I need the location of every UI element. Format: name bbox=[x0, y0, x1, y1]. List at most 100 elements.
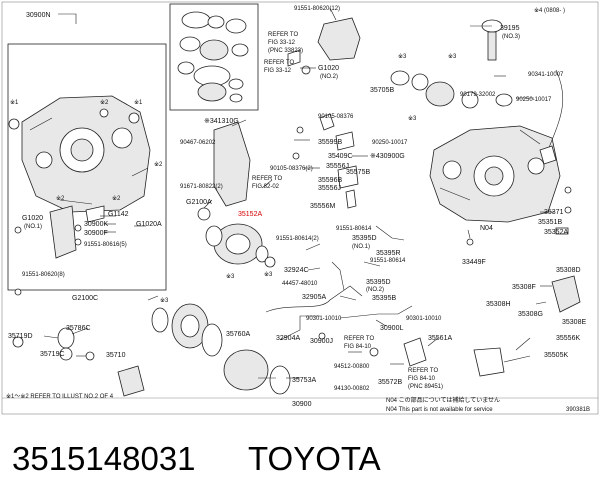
label-91671-80822-2: 91671-80822(2) bbox=[180, 184, 223, 190]
label-35556J-b: 35556J bbox=[318, 185, 341, 192]
gear-kit-box bbox=[169, 3, 259, 111]
shift-linkage bbox=[390, 19, 564, 165]
refer-33-12-line1: REFER TO bbox=[268, 32, 298, 38]
label-90467-06202: 90467-06202 bbox=[180, 140, 216, 146]
transaxle-case-left bbox=[8, 95, 151, 213]
label-note-2c: ※2 bbox=[56, 195, 65, 202]
differential-assembly bbox=[197, 121, 276, 268]
label-N04: N04 bbox=[480, 225, 493, 232]
label-G2100C: G2100C bbox=[72, 295, 98, 302]
refer-84-10b-line2: FIG 84-10 bbox=[408, 376, 436, 382]
label-35352A: 35352A bbox=[544, 229, 568, 236]
label-note-4: ※4 (0808- ) bbox=[534, 7, 565, 14]
gear-kit-parts bbox=[177, 11, 249, 103]
label-G1020A: G1020A bbox=[136, 221, 162, 228]
product-caption: 3515148031 TOYOTA bbox=[12, 440, 381, 477]
label-32904A: 32904A bbox=[276, 335, 300, 342]
refer-33-12-line2: FIG 33-12 bbox=[268, 40, 296, 46]
label-39195-no3: (NO.3) bbox=[502, 34, 520, 40]
label-35786C: 35786C bbox=[66, 325, 91, 332]
label-35395R: 35395R bbox=[376, 250, 401, 257]
label-35760A: 35760A bbox=[226, 331, 250, 338]
label-35719C: 35719C bbox=[40, 351, 65, 358]
refer-33-12-line3: (PNC 33823) bbox=[268, 48, 303, 54]
diagram-footer: ※1～※2 REFER TO ILLUST NO.2 OF 4 30900 N0… bbox=[6, 393, 590, 413]
label-33449F: 33449F bbox=[462, 259, 486, 266]
label-35395D-no2-sub: (NO.2) bbox=[366, 287, 384, 293]
label-35395D-no1-sub: (NO.1) bbox=[352, 244, 370, 250]
label-note-3a: ※3 bbox=[226, 273, 235, 280]
label-35308H: 35308H bbox=[486, 301, 511, 308]
oil-tubes bbox=[265, 225, 413, 357]
label-91551-80620-12: 91551-80620(12) bbox=[294, 6, 340, 12]
label-G1020-no2-sub: (NO.2) bbox=[320, 74, 338, 80]
label-30900N: 30900N bbox=[26, 12, 51, 19]
label-341310G: ※341310G bbox=[204, 118, 239, 125]
caption-brand: TOYOTA bbox=[248, 440, 381, 477]
label-note-2d: ※2 bbox=[112, 195, 121, 202]
label-90250-10017a: 90250-10017 bbox=[516, 97, 552, 103]
label-note-2b: ※2 bbox=[154, 161, 163, 168]
transaxle-case-right bbox=[429, 125, 561, 223]
label-G1020-no2: G1020 bbox=[318, 65, 339, 72]
label-91551-80614b: 91551-80614 bbox=[370, 258, 406, 264]
label-430900G: ※430900G bbox=[370, 153, 405, 160]
label-G1020-no1: G1020 bbox=[22, 215, 43, 222]
label-91551-80616-5: 91551-80616(5) bbox=[84, 242, 127, 248]
label-90341-10007: 90341-10007 bbox=[528, 72, 564, 78]
label-35556K: 35556K bbox=[556, 335, 580, 342]
label-91551-80614-2: 91551-80614(2) bbox=[276, 236, 319, 242]
label-note-3e: ※3 bbox=[408, 115, 417, 122]
part-labels: 30900N 91551-80620(12) 39195 (NO.3) ※4 (… bbox=[8, 6, 586, 392]
label-91551-80614: 91551-80614 bbox=[336, 226, 372, 232]
label-30900L: 30900L bbox=[380, 325, 403, 332]
refer-82-line2: FIG 82-02 bbox=[252, 184, 280, 190]
label-35505K: 35505K bbox=[544, 352, 568, 359]
footer-note-left: ※1～※2 REFER TO ILLUST NO.2 OF 4 bbox=[6, 393, 114, 400]
label-note-1a: ※1 bbox=[10, 99, 19, 106]
footer-note-en: N04 This part is not available for servi… bbox=[386, 407, 493, 413]
label-30900J: 30900J bbox=[310, 338, 333, 345]
label-90105-08376a: 90105-08376 bbox=[318, 114, 354, 120]
refer-84-10b-line3: (PNC 89451) bbox=[408, 384, 443, 390]
refer-82-line1: REFER TO bbox=[252, 176, 282, 182]
gasket-plates bbox=[14, 205, 105, 296]
bracket-parts bbox=[287, 17, 361, 209]
label-90179-32002: 90179-32002 bbox=[460, 92, 496, 98]
label-35572B: 35572B bbox=[378, 379, 402, 386]
label-35753A: 35753A bbox=[292, 377, 316, 384]
label-G1142: G1142 bbox=[108, 211, 129, 218]
label-90301-10010b: 90301-10010 bbox=[406, 316, 442, 322]
label-94130-00802: 94130-00802 bbox=[334, 386, 370, 392]
refer-84-10a-line2: FIG 84-10 bbox=[344, 344, 372, 350]
label-G2100A: G2100A bbox=[186, 199, 212, 206]
refer-33-12b-line1: REFER TO bbox=[264, 60, 294, 66]
label-35395B: 35395B bbox=[372, 295, 396, 302]
label-39195: 39195 bbox=[500, 25, 520, 32]
refer-84-10b-line1: REFER TO bbox=[408, 368, 438, 374]
label-35308F: 35308F bbox=[512, 284, 536, 291]
output-gear-parts bbox=[12, 303, 291, 397]
label-94512-00800: 94512-00800 bbox=[334, 364, 370, 370]
label-35308D: 35308D bbox=[556, 267, 581, 274]
label-G1020-no1-sub: (NO.1) bbox=[24, 224, 42, 230]
label-note-1b: ※1 bbox=[134, 99, 143, 106]
label-35371: 35371 bbox=[544, 209, 564, 216]
label-35705B: 35705B bbox=[370, 87, 394, 94]
label-30900K: 30900K bbox=[84, 221, 108, 228]
footer-figure-code: 390381B bbox=[566, 407, 590, 413]
refer-33-12b-line2: FIG 33-12 bbox=[264, 68, 292, 74]
label-90250-10017b: 90250-10017 bbox=[372, 140, 408, 146]
label-35719D: 35719D bbox=[8, 333, 33, 340]
label-32905A: 32905A bbox=[302, 294, 326, 301]
label-30900F: 30900F bbox=[84, 230, 108, 237]
leader-lines bbox=[2, 7, 598, 399]
footer-note-jp: N04 この部品については補給していません bbox=[386, 396, 500, 404]
diagram-frame bbox=[1, 1, 599, 415]
label-note-3d: ※3 bbox=[448, 53, 457, 60]
label-35308E: 35308E bbox=[562, 319, 586, 326]
label-35596B: 35596B bbox=[318, 177, 342, 184]
caption-part-number: 3515148031 bbox=[12, 440, 196, 477]
case-group-box bbox=[7, 43, 167, 291]
